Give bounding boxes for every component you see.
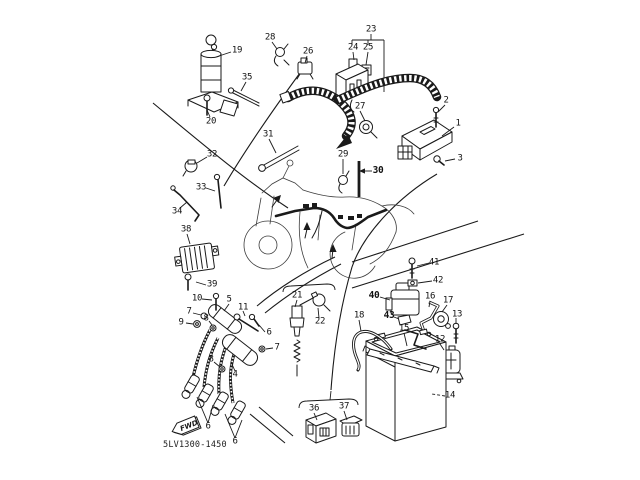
clamp-29-drawing xyxy=(338,170,350,194)
frame-lines xyxy=(152,61,525,444)
clamp-28-drawing xyxy=(273,43,290,67)
rectifier-38-drawing xyxy=(174,242,220,274)
fwd-direction-badge: FWD xyxy=(171,415,202,436)
battery-strap-15-drawing xyxy=(362,329,440,374)
wire-harness-drawing xyxy=(271,161,388,259)
leader-lines xyxy=(179,41,457,439)
ignition-switch-drawing xyxy=(187,34,260,117)
breather-hose-18-drawing xyxy=(352,330,393,372)
relay-36-37-drawing xyxy=(298,390,363,444)
rod-31-drawing xyxy=(258,145,300,172)
switch-26-drawing xyxy=(296,57,314,80)
corrugated-harness-drawing xyxy=(279,73,442,149)
spark-plug-21-drawing xyxy=(282,283,336,377)
diagram-code: 5LV1300-1450 xyxy=(163,440,227,450)
starter-relay-40-drawing xyxy=(385,257,420,326)
ecu-unit-drawing xyxy=(397,106,453,166)
horn-17-drawing xyxy=(433,311,451,329)
bolt-39-drawing xyxy=(184,273,192,291)
ignition-coils-drawing xyxy=(181,292,266,425)
battery-drawing xyxy=(365,326,447,442)
clamp-32-drawing xyxy=(182,159,198,177)
rod-34-drawing xyxy=(170,185,200,222)
bolt-13-drawing xyxy=(452,322,460,344)
motorcycle-outline xyxy=(243,159,415,279)
pin-33-drawing xyxy=(213,173,222,209)
